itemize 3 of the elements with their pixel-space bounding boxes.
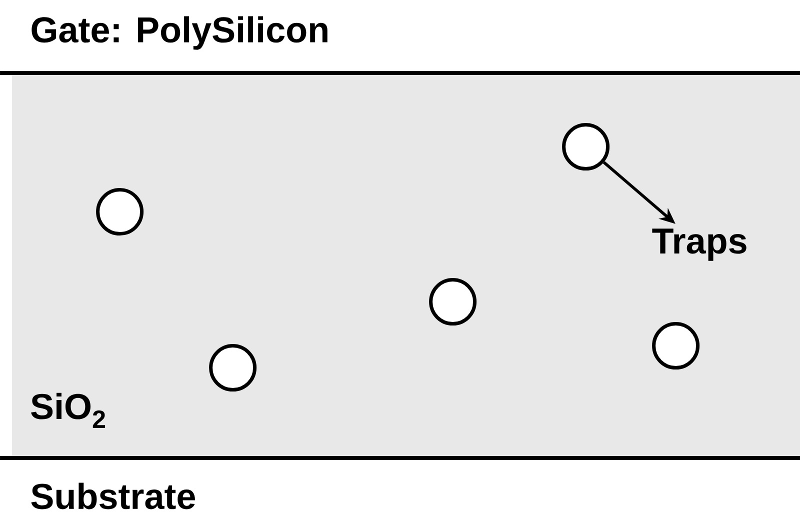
trap-label: Traps [652,228,746,261]
layer-label: Substrate [31,482,195,510]
layer-label: Gate: PolySilicon [32,16,328,50]
